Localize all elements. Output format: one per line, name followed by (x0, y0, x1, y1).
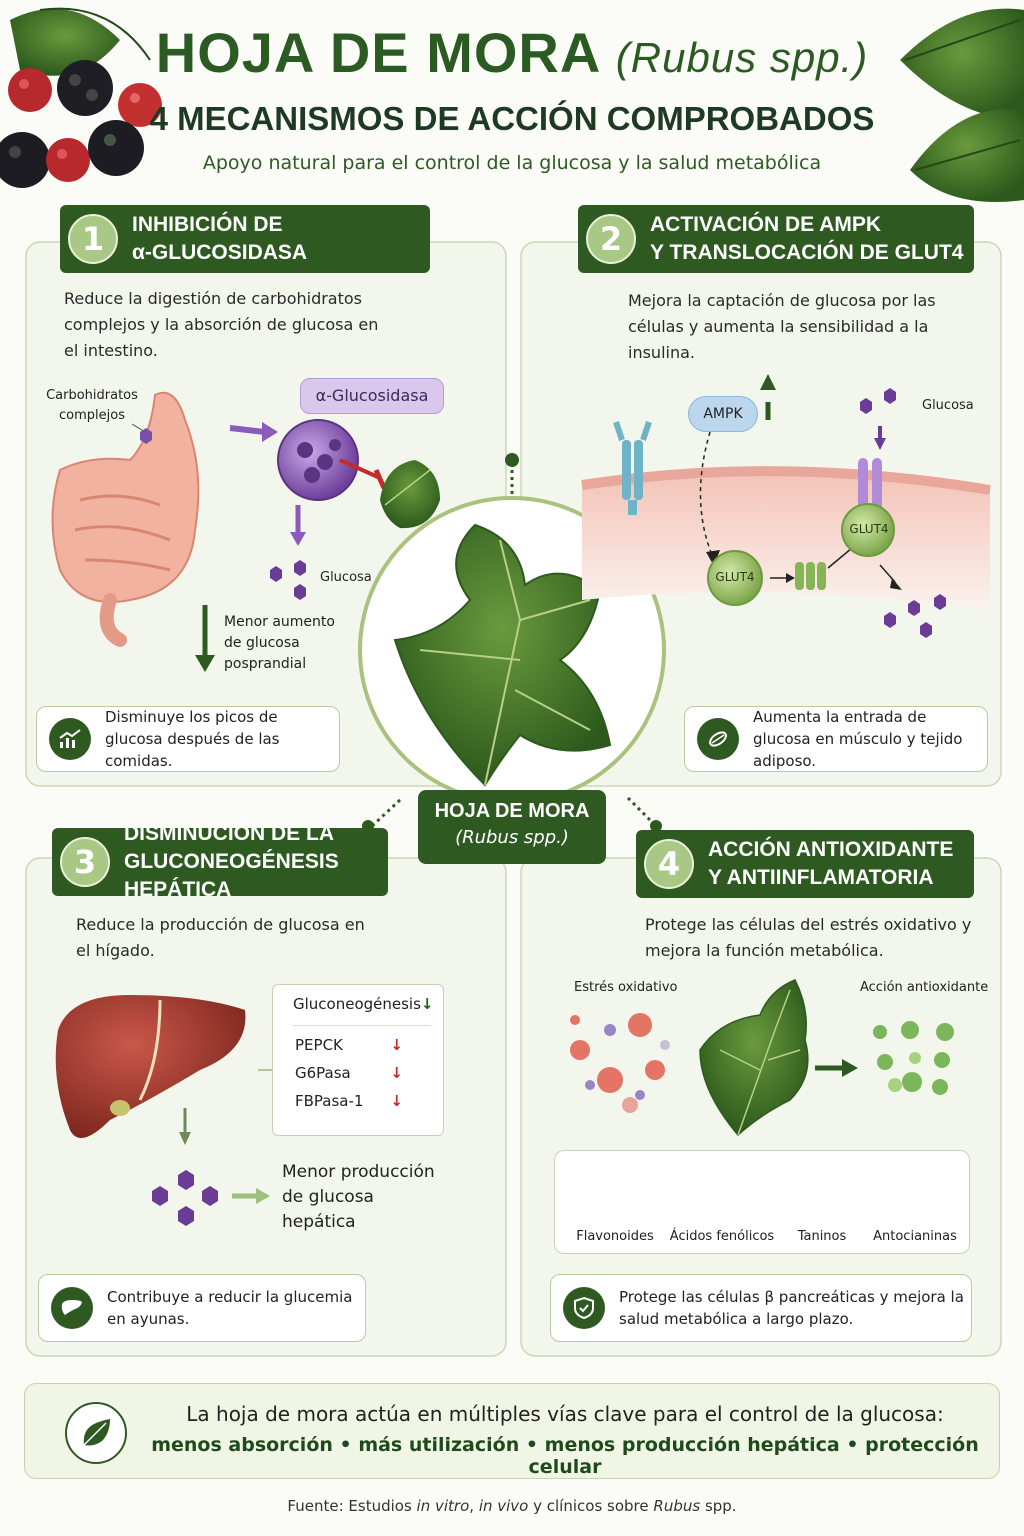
compound-flavonoides: Flavonoides (576, 1229, 654, 1244)
liver-icon (51, 1287, 93, 1329)
enzyme-name: G6Pasa (295, 1064, 351, 1082)
enzyme-name: PEPCK (295, 1036, 343, 1054)
mechanism-4-footer-text: Protege las células β pancreáticas y mej… (619, 1288, 964, 1328)
summary-line: La hoja de mora actúa en múltiples vías … (186, 1402, 944, 1426)
liver-illustration (55, 995, 246, 1138)
glucose-label-1: Glucosa (320, 570, 372, 585)
mechanism-3-number: 3 (60, 837, 110, 887)
hepatic-result-label: Menor producción de glucosa hepática (282, 1162, 435, 1232)
table-row: G6Pasa ↓ (295, 1064, 403, 1082)
bullet-separator: • (339, 1434, 352, 1456)
source-citation: Fuente: Estudios in vitro, in vivo y clí… (0, 1497, 1024, 1515)
tagline: Apoyo natural para el control de la gluc… (202, 152, 822, 174)
mechanism-1-description: Reduce la digestión de carbohidratos com… (64, 289, 379, 360)
enzyme-label: α-Glucosidasa (300, 378, 444, 414)
center-label: HOJA DE MORA (Rubus spp.) (418, 790, 606, 864)
source-prefix: Fuente: Estudios (287, 1497, 417, 1515)
enzyme-name: FBPasa-1 (295, 1092, 364, 1110)
table-row: FBPasa-1 ↓ (295, 1092, 403, 1110)
title-main: HOJA DE MORA (155, 21, 600, 84)
mechanism-3-title: DISMINUCIÓN DE LA GLUCONEOGÉNESIS HEPÁTI… (124, 822, 339, 901)
center-leaf-illustration (393, 523, 612, 787)
ampk-label: AMPK (688, 396, 758, 432)
summary-points: menos absorción • más utilización • meno… (145, 1434, 985, 1478)
compound-acidos-fenolicos: Ácidos fenólicos (669, 1229, 775, 1244)
chart-trend-icon (49, 718, 91, 760)
mechanism-1-header: 1 INHIBICIÓN DE α-GLUCOSIDASA (60, 205, 430, 273)
small-leaf-illustration (380, 460, 440, 529)
berries-illustration (0, 7, 162, 188)
source-text: , (469, 1497, 479, 1515)
summary-point: más utilización (358, 1434, 520, 1456)
center-label-species: (Rubus spp.) (455, 827, 569, 848)
antioxidant-molecules-illustration (873, 1021, 954, 1095)
summary-point: protección celular (528, 1434, 979, 1478)
glucose-label-2: Glucosa (922, 398, 974, 413)
compound-antocianinas: Antocianinas (873, 1229, 957, 1244)
source-italic: in vivo (478, 1497, 529, 1515)
antioxidant-label: Acción antioxidante (860, 980, 989, 995)
bullet-separator: • (525, 1434, 539, 1456)
mechanism-2-description: Mejora la captación de glucosa por las c… (628, 291, 936, 362)
table-header-row: Gluconeogénesis ↓ (293, 995, 434, 1026)
mechanism-3-footer-text: Contribuye a reducir la glucemia en ayun… (107, 1288, 353, 1328)
mechanism-2-footer-text: Aumenta la entrada de glucosa en músculo… (753, 708, 963, 770)
page-subtitle: 4 MECANISMOS DE ACCIÓN COMPROBADOS (149, 100, 875, 137)
antioxidant-leaf-illustration (699, 979, 809, 1137)
postprandial-label: Menor aumento de glucosa posprandial (224, 614, 335, 672)
mechanism-3-header: 3 DISMINUCIÓN DE LA GLUCONEOGÉNESIS HEPÁ… (52, 822, 388, 901)
table-row: PEPCK ↓ (295, 1036, 403, 1054)
title-species: (Rubus spp.) (615, 34, 869, 81)
summary-point: menos producción hepática (544, 1434, 840, 1456)
mechanism-2-title: ACTIVACIÓN DE AMPK Y TRANSLOCACIÓN DE GL… (650, 213, 964, 264)
receptor-illustration (613, 421, 652, 515)
compound-taninos: Taninos (797, 1229, 847, 1244)
intestine-illustration (51, 391, 200, 647)
mechanism-4-footer: Protege las células β pancreáticas y mej… (550, 1274, 972, 1342)
mechanism-4-title: ACCIÓN ANTIOXIDANTE Y ANTIINFLAMATORIA (708, 838, 954, 889)
stress-label: Estrés oxidativo (574, 980, 678, 995)
summary-point: menos absorción (151, 1434, 333, 1456)
mechanism-2-number: 2 (586, 214, 636, 264)
compounds-box: Flavonoides Ácidos fenólicos Taninos Ant… (554, 1150, 970, 1254)
mechanism-3-footer: Contribuye a reducir la glucemia en ayun… (38, 1274, 366, 1342)
down-arrow-icon: ↓ (390, 1064, 403, 1082)
summary-box: La hoja de mora actúa en múltiples vías … (24, 1383, 1000, 1479)
corner-leaves-illustration (900, 8, 1024, 202)
glut4-label-b: GLUT4 (849, 522, 889, 536)
down-arrow-icon: ↓ (390, 1092, 403, 1110)
page-title: HOJA DE MORA (Rubus spp.) (0, 20, 1024, 85)
table-header: Gluconeogénesis (293, 995, 421, 1013)
mechanism-1-title: INHIBICIÓN DE α-GLUCOSIDASA (132, 213, 308, 264)
mechanism-4-number: 4 (644, 839, 694, 889)
source-text: y clínicos sobre (528, 1497, 654, 1515)
leaf-icon (65, 1402, 127, 1464)
source-italic: in vitro (416, 1497, 470, 1515)
mechanism-1-footer-text: Disminuye los picos de glucosa después d… (105, 708, 280, 770)
shield-check-icon (563, 1287, 605, 1329)
source-italic: Rubus (653, 1497, 701, 1515)
glut4-label-a: GLUT4 (715, 570, 755, 584)
muscle-icon (697, 718, 739, 760)
mechanism-2-header: 2 ACTIVACIÓN DE AMPK Y TRANSLOCACIÓN DE … (578, 205, 974, 273)
mechanism-4-header: 4 ACCIÓN ANTIOXIDANTE Y ANTIINFLAMATORIA (636, 830, 974, 898)
mechanism-3-description: Reduce la producción de glucosa en el hí… (76, 915, 365, 960)
oxidative-stress-illustration (570, 1013, 670, 1113)
center-label-title: HOJA DE MORA (434, 800, 590, 822)
gluconeogenesis-table: Gluconeogénesis ↓ PEPCK ↓ G6Pasa ↓ FBPasa-… (272, 984, 444, 1136)
down-arrow-icon: ↓ (420, 995, 434, 1013)
mechanism-1-footer: Disminuye los picos de glucosa después d… (36, 706, 340, 772)
source-text: spp. (700, 1497, 737, 1515)
carbs-label: Carbohidratos complejos (46, 388, 138, 423)
mechanism-1-number: 1 (68, 214, 118, 264)
down-arrow-icon: ↓ (390, 1036, 403, 1054)
mechanism-4-description: Protege las células del estrés oxidativo… (645, 915, 972, 960)
bullet-separator: • (846, 1434, 859, 1456)
mechanism-2-footer: Aumenta la entrada de glucosa en músculo… (684, 706, 988, 772)
